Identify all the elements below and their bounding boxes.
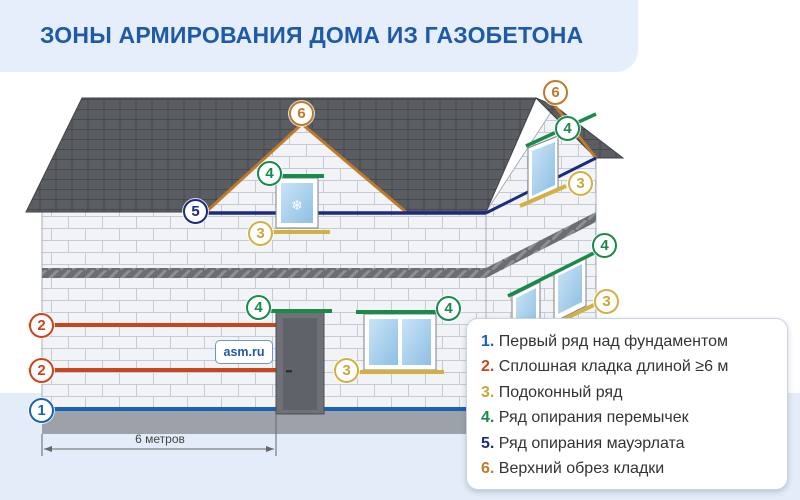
- gable-window-glass: [281, 183, 313, 223]
- legend-item-4: 4. Ряд опирания перемычек: [481, 405, 787, 430]
- zone-badge-4-door: 4: [246, 295, 271, 320]
- door-panel: [283, 318, 317, 410]
- side-lower-window-2-glass: [558, 264, 582, 314]
- legend-text: Сплошная кладка длиной ≥6 м: [498, 358, 729, 376]
- legend-num: 1.: [481, 333, 495, 350]
- legend-text: Верхний обрез кладки: [498, 459, 665, 477]
- zone-badge-3-gable: 3: [248, 221, 273, 246]
- legend-text: Ряд опирания мауэрлата: [498, 434, 685, 452]
- legend-panel: 1. Первый ряд над фундаментом 2. Сплошна…: [466, 318, 788, 490]
- legend-num: 2.: [481, 358, 495, 376]
- ground-window-glass-left: [369, 319, 398, 365]
- door-handle: [286, 370, 292, 373]
- snowflake-icon: ❄: [291, 197, 303, 213]
- legend-num: 6.: [481, 459, 495, 477]
- legend-item-1: 1. Первый ряд над фундаментом: [481, 329, 787, 354]
- zone-badge-3-side-upper: 3: [568, 171, 593, 196]
- zone-badge-4-window: 4: [436, 296, 461, 321]
- zone-badge-3-side-lower: 3: [594, 289, 619, 314]
- legend-text: Первый ряд над фундаментом: [498, 333, 728, 350]
- ground-window-glass-right: [402, 319, 431, 365]
- zone-badge-4-gable: 4: [257, 161, 282, 186]
- legend-num: 3.: [481, 383, 495, 401]
- legend-item-3: 3. Подоконный ряд: [481, 380, 787, 405]
- site-label: asm.ru: [215, 340, 273, 364]
- zone3-side-upper-sill: [519, 184, 567, 208]
- dimension-arrow-left: [44, 446, 52, 452]
- title-panel: ЗОНЫ АРМИРОВАНИЯ ДОМА ИЗ ГАЗОБЕТОНА: [0, 0, 638, 72]
- legend-num: 5.: [481, 434, 495, 452]
- legend-item-2: 2. Сплошная кладка длиной ≥6 м: [481, 354, 787, 379]
- legend-text: Ряд опирания перемычек: [498, 409, 689, 427]
- zone-badge-4-side-upper: 4: [555, 116, 580, 141]
- side-upper-window-glass: [532, 142, 555, 196]
- zone-badge-4-side-lower: 4: [592, 233, 617, 258]
- legend-num: 4.: [481, 409, 495, 427]
- legend-item-5: 5. Ряд опирания мауэрлата: [481, 431, 787, 456]
- zone-badge-2-lower: 2: [29, 358, 54, 383]
- zone-badge-5: 5: [183, 199, 208, 224]
- floor-belt-front: [42, 268, 486, 278]
- zone-badge-3-window: 3: [334, 358, 359, 383]
- zone-badge-1: 1: [29, 398, 54, 423]
- page-title: ЗОНЫ АРМИРОВАНИЯ ДОМА ИЗ ГАЗОБЕТОНА: [40, 22, 584, 48]
- zone-badge-2-upper: 2: [29, 313, 54, 338]
- dimension-label: 6 метров: [135, 432, 185, 446]
- zone-badge-6-side: 6: [543, 80, 568, 105]
- zone-badge-6-gable: 6: [289, 101, 314, 126]
- dimension-arrow-right: [266, 446, 274, 452]
- foundation-front: [42, 410, 486, 434]
- floor-belt-side: [486, 212, 596, 278]
- legend-item-6: 6. Верхний обрез кладки: [481, 456, 787, 481]
- zone4-side-lower-lintel: [507, 250, 597, 298]
- legend-text: Подоконный ряд: [498, 383, 623, 401]
